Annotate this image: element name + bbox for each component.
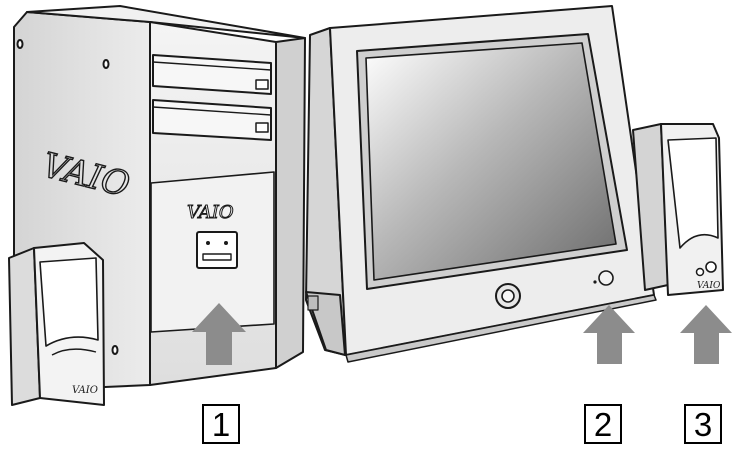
screw-icon	[102, 59, 110, 69]
floppy-slot	[202, 253, 232, 261]
callout-3: 3	[684, 404, 722, 444]
callout-3-label: 3	[693, 405, 713, 443]
arrow-up-icon	[583, 305, 635, 364]
monitor-screen	[365, 42, 617, 281]
left-speaker-logo: VAIO	[72, 385, 98, 396]
tower-front-logo: VAIO	[187, 202, 234, 223]
screw-icon	[16, 39, 24, 49]
drive-bay-1	[152, 54, 272, 95]
lcd-monitor	[305, 5, 657, 363]
arrow-up-icon	[192, 303, 246, 365]
arrow-up-icon	[680, 305, 732, 364]
callout-2-label: 2	[593, 405, 613, 443]
drive-bay-2	[152, 99, 272, 141]
eject-button-2	[255, 122, 269, 133]
right-speaker-logo: VAIO	[697, 281, 721, 291]
right-speaker	[632, 123, 724, 296]
pointer-arrows	[192, 303, 732, 365]
screw-icon	[111, 345, 119, 355]
volume-knob-icon	[705, 261, 717, 273]
callout-1-label: 1	[211, 405, 231, 443]
headphone-jack-icon	[695, 267, 705, 277]
eject-button-1	[255, 79, 269, 90]
tower-front-bevel	[275, 37, 306, 369]
left-speaker	[8, 242, 105, 406]
callout-2: 2	[584, 404, 622, 444]
monitor-power-button	[598, 270, 614, 286]
callout-1: 1	[202, 404, 240, 444]
front-control-plate	[196, 231, 238, 269]
